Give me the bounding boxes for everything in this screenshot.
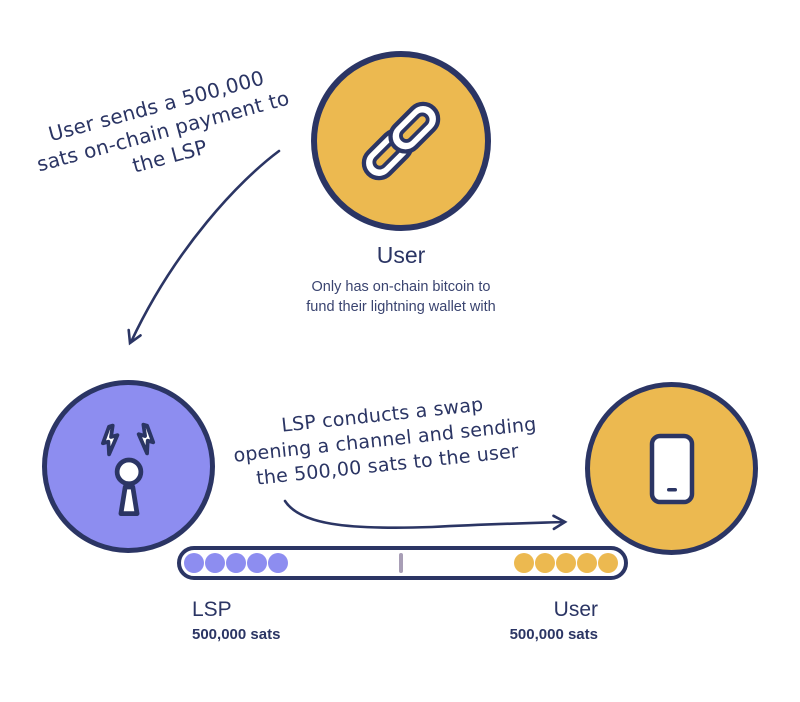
user-top-description-line: fund their lightning wallet with bbox=[306, 299, 496, 316]
lsp-label: LSP bbox=[192, 598, 232, 621]
arrow-lsp-to-user-head bbox=[552, 514, 568, 531]
user-top-description-line: Only has on-chain bitcoin to bbox=[311, 279, 491, 295]
smartphone-icon bbox=[649, 433, 694, 504]
user-balance-amount: 500,000 sats bbox=[509, 626, 598, 643]
arrow-lsp-to-user bbox=[283, 499, 565, 530]
chain-link-icon bbox=[361, 101, 441, 181]
phone-body bbox=[649, 433, 694, 504]
annotation-swap: LSP conducts a swap opening a channel an… bbox=[227, 387, 543, 494]
lightning-beacon-icon bbox=[100, 422, 155, 516]
channel-divider bbox=[399, 553, 403, 573]
channel-liquidity-dot bbox=[535, 553, 555, 573]
user-bottom-label: User bbox=[553, 598, 598, 621]
lsp-node bbox=[42, 380, 215, 553]
user-top-label: User bbox=[376, 242, 426, 268]
channel-liquidity-dot bbox=[577, 553, 597, 573]
user-balance-label: User 500,000 sats bbox=[398, 598, 598, 643]
channel-liquidity-dot bbox=[184, 553, 204, 573]
lsp-balance-label: LSP 500,000 sats bbox=[192, 598, 280, 643]
channel-liquidity-dot bbox=[514, 553, 534, 573]
arrow-user-to-lsp-head bbox=[127, 328, 142, 346]
user-balance-dots bbox=[514, 553, 618, 573]
arrow-user-to-lsp bbox=[129, 149, 281, 344]
channel-liquidity-dot bbox=[598, 553, 618, 573]
channel-liquidity-dot bbox=[247, 553, 267, 573]
bolt-left bbox=[100, 423, 119, 456]
annotation-onchain-payment: User sends a 500,000 sats on-chain payme… bbox=[13, 56, 313, 206]
channel-bar bbox=[177, 546, 628, 580]
beacon-tower bbox=[118, 484, 139, 516]
user-wallet-node bbox=[585, 382, 758, 555]
channel-liquidity-dot bbox=[205, 553, 225, 573]
user-top-description: Only has on-chain bitcoin to fund their … bbox=[278, 277, 524, 318]
beacon-head bbox=[114, 457, 143, 486]
user-onchain-node bbox=[311, 51, 491, 231]
lsp-balance-amount: 500,000 sats bbox=[192, 626, 281, 643]
channel-liquidity-dot bbox=[226, 553, 246, 573]
channel-liquidity-dot bbox=[556, 553, 576, 573]
channel-liquidity-dot bbox=[268, 553, 288, 573]
phone-home-dash bbox=[666, 487, 677, 491]
lsp-balance-dots bbox=[184, 553, 288, 573]
bolt-right bbox=[136, 422, 155, 455]
